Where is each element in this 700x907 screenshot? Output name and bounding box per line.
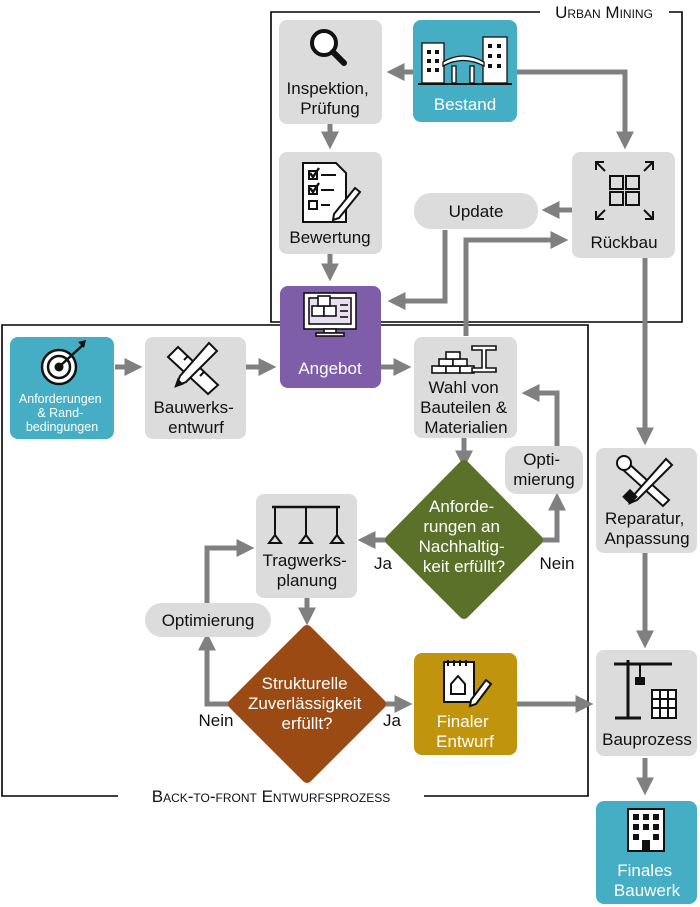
- urban-mining-title: Urban Mining: [555, 3, 653, 22]
- structure-frame-icon: [267, 505, 345, 544]
- node-update: Update: [414, 193, 538, 229]
- arrow-bestand-to-rueckbau: [517, 69, 634, 150]
- node-optimierung-right: Opti- mierung: [505, 446, 583, 494]
- node-tragwerksplanung: Tragwerks- planung: [256, 494, 357, 598]
- arrow-optimierung-to-wahl: [521, 384, 560, 446]
- finaler-entwurf-label: Finaler Entwurf: [436, 712, 494, 751]
- pencil-ruler-icon: [166, 341, 220, 396]
- rueckbau-label: Rückbau: [590, 233, 657, 252]
- finales-bauwerk-label: Finales Bauwerk: [614, 861, 681, 900]
- building-icon: [627, 808, 665, 852]
- inspektion-label: Inspektion, Prüfung: [287, 79, 374, 118]
- optimierung-left-label: Optimierung: [162, 611, 255, 630]
- arrow-optimierung-to-tragwerk: [204, 539, 255, 604]
- monitor-boxes-icon: [303, 292, 357, 337]
- edge-label-nein-nachhaltigkeit: Nein: [540, 554, 575, 573]
- magnifier-icon: [310, 29, 347, 66]
- edge-label-ja-zuverlaessigkeit: Ja: [383, 711, 402, 730]
- deconstruct-grid-icon: [595, 161, 654, 220]
- zuverlaessigkeit-label: Strukturelle Zuverlässigkeit erfüllt?: [248, 674, 366, 733]
- bewertung-label: Bewertung: [289, 228, 370, 247]
- bauprozess-label: Bauprozess: [602, 730, 692, 749]
- bestand-label: Bestand: [434, 95, 496, 114]
- node-bestand: Bestand: [413, 20, 517, 122]
- crane-icon: [614, 660, 677, 720]
- back-to-front-title: Back-to-front Entwurfsprozess: [152, 787, 391, 806]
- angebot-label: Angebot: [298, 359, 362, 378]
- bauwerksentwurf-label: Bauwerks- entwurf: [153, 398, 238, 437]
- node-bauprozess: Bauprozess: [596, 650, 697, 756]
- arrow-wahl-to-rueckbau: [463, 231, 569, 336]
- tragwerksplanung-label: Tragwerks- planung: [262, 551, 351, 590]
- node-reparatur: Reparatur, Anpassung: [596, 448, 697, 553]
- update-label: Update: [449, 202, 504, 221]
- notepad-pen-icon: [443, 660, 493, 708]
- node-finales-bauwerk: Finales Bauwerk: [596, 801, 697, 904]
- node-inspektion: Inspektion, Prüfung: [279, 20, 382, 124]
- node-nachhaltigkeit-decision: Anforde- rungen an Nachhaltig- keit erfü…: [385, 460, 543, 619]
- nachhaltigkeit-label: Anforde- rungen an Nachhaltig- keit erfü…: [419, 497, 510, 576]
- edge-label-nein-zuverlaessigkeit: Nein: [199, 711, 234, 730]
- optimierung-right-label: Opti- mierung: [513, 450, 574, 489]
- reparatur-label: Reparatur, Anpassung: [604, 509, 689, 548]
- node-bauwerksentwurf: Bauwerks- entwurf: [145, 337, 246, 439]
- tools-icon: [616, 455, 674, 508]
- wahl-label: Wahl von Bauteilen & Materialien: [420, 378, 512, 437]
- node-anforderungen: Anforderungen & Rand- bedingungen: [10, 337, 114, 439]
- target-icon: [40, 340, 86, 386]
- arrow-zuverl-nein-to-optimierung: [198, 632, 232, 707]
- flow-arrows: [115, 63, 654, 796]
- edge-label-ja-nachhaltigkeit: Ja: [374, 554, 393, 573]
- node-bewertung: Bewertung: [279, 152, 382, 254]
- node-rueckbau: Rückbau: [572, 152, 675, 258]
- node-wahl: Wahl von Bauteilen & Materialien: [414, 337, 517, 438]
- checklist-icon: [302, 162, 362, 223]
- anforderungen-label: Anforderungen & Rand- bedingungen: [19, 392, 105, 434]
- bricks-beam-icon: [431, 345, 497, 374]
- node-finaler-entwurf: Finaler Entwurf: [414, 653, 517, 755]
- node-angebot: Angebot: [280, 286, 381, 388]
- node-optimierung-left: Optimierung: [145, 603, 271, 637]
- urban-mining-frame: Urban Mining: [270, 3, 683, 323]
- node-zuverlaessigkeit-decision: Strukturelle Zuverlässigkeit erfüllt?: [228, 625, 386, 783]
- arrow-update-to-angebot: [387, 230, 448, 310]
- arrow-nachhaltig-nein-to-optimierung: [538, 492, 566, 543]
